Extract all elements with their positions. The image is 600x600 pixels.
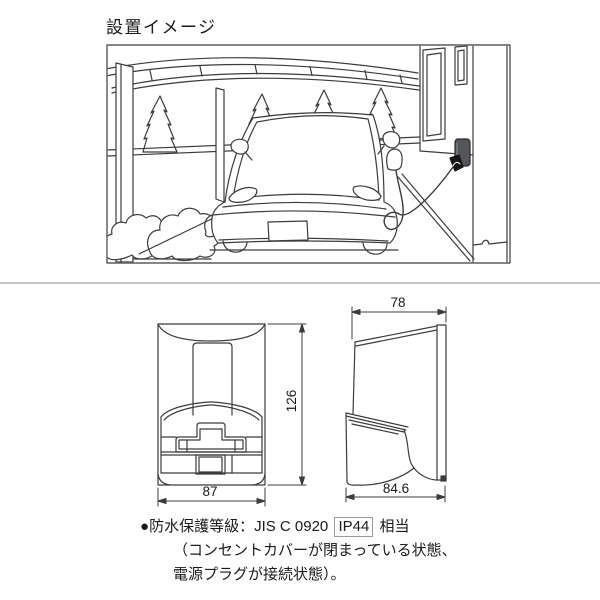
front-width-dimension: [157, 487, 266, 507]
side-bottom-dimension: [345, 485, 446, 503]
section-title: 設置イメージ: [106, 18, 217, 37]
front-view-drawing: 87 126: [157, 323, 307, 507]
carport-roof: [107, 57, 420, 94]
headlight-right: [352, 185, 382, 201]
front-height-dimension: [267, 323, 307, 486]
installation-illustration: [106, 44, 511, 264]
spec-note-line2: 電源プラグが接続状態）。: [173, 566, 346, 583]
window-tall: [422, 47, 446, 142]
bumper-top: [212, 210, 396, 218]
illustration-frame: [106, 44, 511, 264]
car: [211, 112, 403, 255]
spec-suffix: 相当: [379, 518, 410, 535]
spec-note-line1: （コンセントカバーが閉まっている状態、: [173, 542, 457, 559]
charge-port-flap: [386, 148, 403, 171]
side-top-dimension: [351, 306, 447, 340]
license-plate: [267, 220, 309, 242]
charging-cable: [383, 166, 454, 231]
wheel-left: [222, 240, 248, 253]
headlight-left: [228, 186, 258, 203]
side-view-drawing: 78 84.6: [345, 295, 447, 503]
charging-outlet: [449, 138, 471, 172]
house-wall: [397, 45, 508, 263]
spec-rating-line: ●防水保護等級：JIS C 0920 IP44 相当: [140, 515, 457, 539]
spec-bullet: ●: [140, 518, 150, 535]
spec-label: 防水保護等級：JIS C 0920: [149, 518, 329, 535]
mirror-right: [382, 131, 401, 149]
ip-rating-badge: IP44: [334, 517, 374, 537]
mirror-left: [230, 138, 249, 155]
side-top-dimension-label: 78: [390, 295, 405, 310]
windshield: [232, 115, 380, 201]
spec-block: ●防水保護等級：JIS C 0920 IP44 相当 （コンセントカバーが閉まっ…: [140, 515, 457, 587]
wheel-right: [362, 242, 388, 255]
side-bottom-dimension-label: 84.6: [383, 481, 409, 496]
front-width-dimension-label: 87: [202, 484, 217, 499]
hood-line: [222, 201, 387, 210]
power-plug: [449, 154, 464, 172]
front-height-dimension-label: 126: [284, 390, 299, 413]
window-narrow: [454, 45, 468, 86]
